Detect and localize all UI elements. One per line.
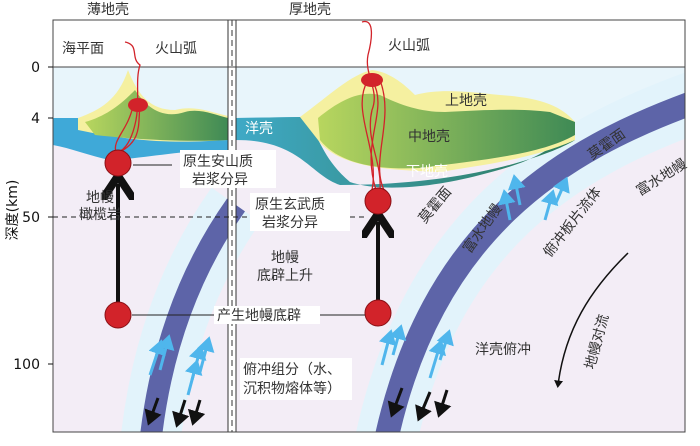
diapir-rise-2: 底辟上升 xyxy=(257,268,313,284)
axis-label: 深度(km) xyxy=(5,180,21,241)
magma-chamber-right xyxy=(361,73,383,87)
subduction-components-1: 俯冲组分（水、 xyxy=(243,362,341,378)
diapir-right xyxy=(364,299,392,327)
magma-blob-andesitic xyxy=(104,149,132,177)
upper-crust-label: 上地壳 xyxy=(445,92,487,109)
sea-level-label: 海平面 xyxy=(62,41,104,57)
diapir-rise-1: 地幔 xyxy=(271,250,299,266)
diapir-generate-label: 产生地幔底辟 xyxy=(217,308,301,324)
magma-blob-basaltic xyxy=(364,187,392,215)
middle-crust-left xyxy=(85,90,228,141)
tick-0: 0 xyxy=(31,60,40,76)
thick-crust-heading: 厚地壳 xyxy=(289,1,331,18)
lower-crust xyxy=(236,117,575,188)
middle-crust-right xyxy=(318,93,575,169)
andesitic-label-1: 原生安山质 xyxy=(183,154,253,170)
mantle-peridotite-2: 橄榄岩 xyxy=(79,207,121,223)
convection-arrow xyxy=(554,252,629,388)
frame xyxy=(52,19,686,433)
tick-100: 100 xyxy=(13,357,40,373)
tick-50: 50 xyxy=(22,210,40,226)
arc-left-label: 火山弧 xyxy=(155,41,197,57)
middle-crust-label: 中地壳 xyxy=(408,128,450,145)
subduction-components-2: 沉积物熔体等） xyxy=(243,380,341,397)
ocean-subduction-label: 洋壳俯冲 xyxy=(475,341,531,358)
tick-4: 4 xyxy=(31,111,40,127)
depth-axis: 0 4 50 100 深度(km) xyxy=(5,60,53,373)
oceanic-crust-label: 洋壳 xyxy=(245,120,273,137)
diapir-left xyxy=(104,301,132,329)
fluid-arrows xyxy=(148,174,570,396)
basaltic-label-2: 岩浆分异 xyxy=(262,215,318,231)
basaltic-label-1: 原生玄武质 xyxy=(255,196,325,213)
andesitic-label-2: 岩浆分异 xyxy=(192,172,248,188)
mantle-peridotite-1: 地幔 xyxy=(86,190,114,206)
magma-chamber-left xyxy=(128,98,148,112)
subduction-arrows xyxy=(144,387,452,428)
lower-crust-label: 下地壳 xyxy=(406,163,448,180)
arc-right-label: 火山弧 xyxy=(388,38,430,54)
thin-crust-heading: 薄地壳 xyxy=(87,1,129,18)
